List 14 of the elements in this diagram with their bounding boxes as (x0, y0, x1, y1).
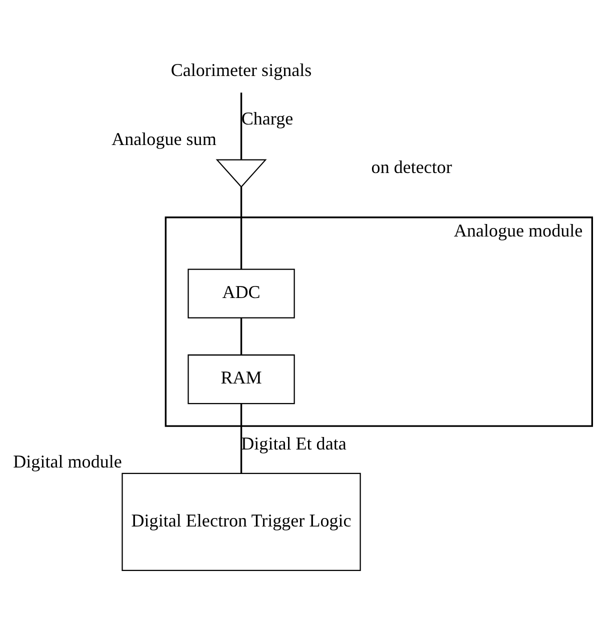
node-text: Calorimeter signals (170, 60, 312, 80)
node-box: ADC (188, 268, 295, 318)
edge-label: Digital Et data (241, 433, 346, 454)
label: on detector (371, 156, 452, 177)
connector (240, 403, 242, 473)
node-box: RAM (188, 354, 295, 404)
node-triangle (216, 158, 267, 188)
connector (240, 186, 242, 269)
edge-label: Charge (241, 108, 294, 128)
node-label: Analogue sum (112, 128, 216, 148)
connector (240, 317, 242, 354)
node-label: Digital module (13, 451, 122, 472)
node-box: Digital Electron Trigger Logic (122, 472, 361, 571)
connector (240, 92, 242, 159)
